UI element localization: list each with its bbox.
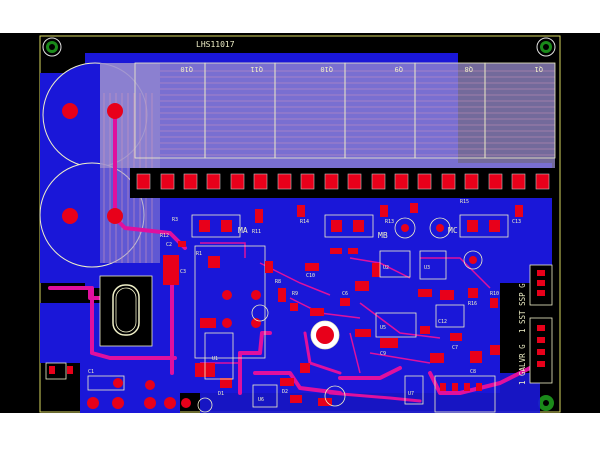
ref-label: R15 bbox=[460, 199, 469, 205]
ref-label: U6 bbox=[258, 397, 264, 403]
transistor-label: Q1 bbox=[535, 65, 543, 73]
connector-labels: 1 SST SSP G 1 GALVR G bbox=[518, 283, 527, 385]
transistor-label: Q8 bbox=[465, 65, 473, 73]
ref-label: R3 bbox=[172, 217, 178, 223]
mounting-holes bbox=[42, 37, 556, 411]
power-connector-pads bbox=[45, 362, 213, 413]
motor-label-mb: MB bbox=[378, 231, 388, 240]
smd-components bbox=[178, 203, 523, 406]
ref-label: U1 bbox=[212, 356, 218, 362]
motor-labels: MA MB MC bbox=[238, 226, 458, 240]
ref-label: D2 bbox=[282, 389, 288, 395]
board-title: LHS11017 bbox=[196, 40, 235, 49]
transistor-labels: Q10 Q11 Q10 Q9 Q8 Q1 bbox=[180, 65, 543, 73]
heatsink-overlay bbox=[100, 62, 556, 263]
right-connectors bbox=[529, 264, 553, 384]
ref-designators: R3 R1 C2 C1 R14 R13 C13 R11 R12 R15 C3 U… bbox=[88, 199, 521, 403]
motor-label-mc: MC bbox=[448, 226, 458, 235]
transistor-label: Q9 bbox=[395, 65, 403, 73]
ref-label: R13 bbox=[385, 219, 394, 225]
ref-label: U7 bbox=[408, 391, 414, 397]
ref-label: U5 bbox=[380, 325, 386, 331]
pcb-board-canvas[interactable]: Q10 Q11 Q10 Q9 Q8 Q1 LHS11017 bbox=[0, 33, 600, 413]
ref-label: R12 bbox=[160, 233, 169, 239]
galvo-connector-label: 1 GALVR G bbox=[518, 344, 527, 385]
ref-label: C8 bbox=[470, 369, 476, 375]
pad-row-area bbox=[130, 168, 555, 198]
ic-packages bbox=[204, 250, 496, 413]
ref-label: R8 bbox=[275, 279, 281, 285]
ref-label: R9 bbox=[292, 291, 298, 297]
ref-label: C12 bbox=[438, 319, 447, 325]
transistor-pad-row bbox=[136, 173, 550, 190]
transistor-label: Q10 bbox=[180, 65, 193, 73]
ref-label: D1 bbox=[218, 391, 224, 397]
ref-label: R1 bbox=[196, 251, 202, 257]
motor-output-pads bbox=[191, 214, 509, 270]
sensor-connector-label: 1 SST SSP G bbox=[518, 283, 527, 333]
ref-label: R10 bbox=[490, 291, 499, 297]
inductor-footprint bbox=[99, 245, 266, 359]
ref-label: C3 bbox=[180, 269, 186, 275]
ref-label: C13 bbox=[512, 219, 521, 225]
ref-label: C9 bbox=[380, 351, 386, 357]
capacitor-pads bbox=[62, 103, 123, 224]
ref-label: U3 bbox=[424, 265, 430, 271]
ref-label: C1 bbox=[88, 369, 94, 375]
ref-label: C10 bbox=[306, 273, 315, 279]
ref-label: R16 bbox=[468, 301, 477, 307]
transistor-label: Q11 bbox=[250, 65, 263, 73]
ref-label: U2 bbox=[383, 265, 389, 271]
ref-label: C2 bbox=[166, 242, 172, 248]
motor-label-ma: MA bbox=[238, 226, 248, 235]
ref-label: R14 bbox=[300, 219, 309, 225]
ref-label: C7 bbox=[452, 345, 458, 351]
ref-label: R11 bbox=[252, 229, 261, 235]
transistor-label: Q10 bbox=[320, 65, 333, 73]
ref-label: C6 bbox=[342, 291, 348, 297]
